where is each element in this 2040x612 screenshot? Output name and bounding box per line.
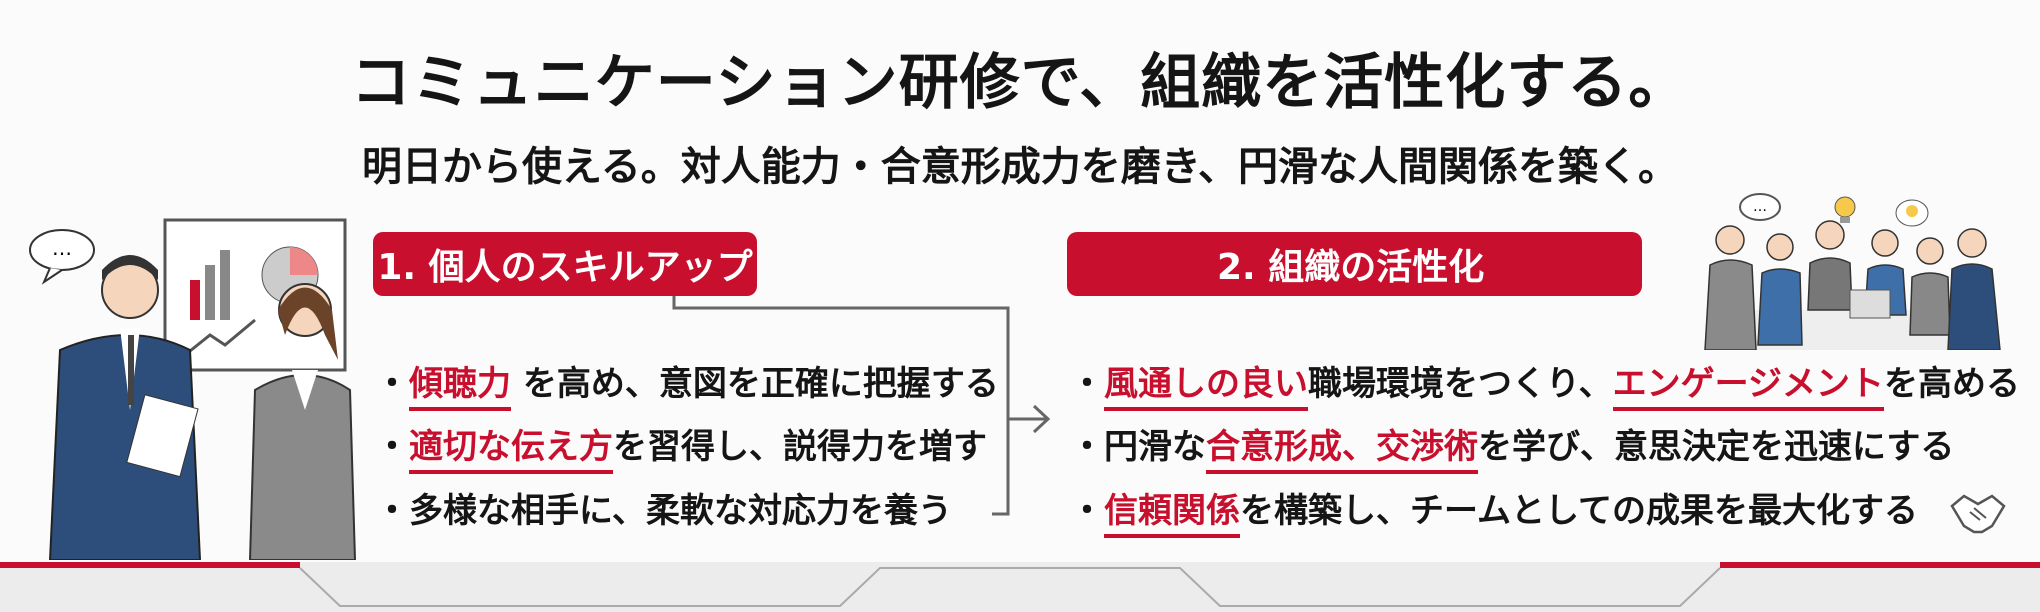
presentation-illustration: … bbox=[29, 218, 357, 560]
speech-bubble-icon: … bbox=[1739, 193, 1781, 221]
list-item: ・信頼関係を構築し、チームとしての成果を最大化する bbox=[1070, 491, 1918, 538]
svg-text:…: … bbox=[52, 236, 72, 260]
team-meeting-illustration: … bbox=[1704, 193, 2001, 350]
connector-arrow bbox=[672, 296, 1051, 516]
footer-decoration bbox=[299, 567, 1721, 607]
list-item: ・円滑な合意形成、交渉術を学び、意思決定を迅速にする bbox=[1070, 427, 1954, 474]
list-item: ・適切な伝え方を習得し、説得力を増す bbox=[375, 427, 987, 474]
woman-figure bbox=[248, 283, 357, 560]
section1-heading: 1. 個人のスキルアップ bbox=[373, 232, 757, 296]
lightbulb-icon bbox=[1895, 199, 1929, 227]
accent-line bbox=[0, 562, 300, 568]
handshake-icon bbox=[1950, 494, 2006, 534]
list-item: ・風通しの良い職場環境をつくり、エンゲージメントを高める bbox=[1070, 364, 2020, 411]
accent-line bbox=[1720, 562, 2040, 568]
page-title: コミュニケーション研修で、組織を活性化する。 bbox=[350, 48, 1690, 118]
page-subtitle: 明日から使える。対人能力・合意形成力を磨き、円滑な人間関係を築く。 bbox=[362, 144, 1678, 190]
list-item: ・傾聴力 を高め、意図を正確に把握する bbox=[375, 364, 999, 411]
man-figure bbox=[48, 255, 202, 560]
list-item: ・多様な相手に、柔軟な対応力を養う bbox=[375, 491, 952, 531]
lightbulb-icon bbox=[1834, 196, 1856, 223]
svg-text:…: … bbox=[1753, 199, 1767, 215]
speech-bubble-icon: … bbox=[29, 229, 95, 285]
section2-heading: 2. 組織の活性化 bbox=[1067, 232, 1642, 296]
